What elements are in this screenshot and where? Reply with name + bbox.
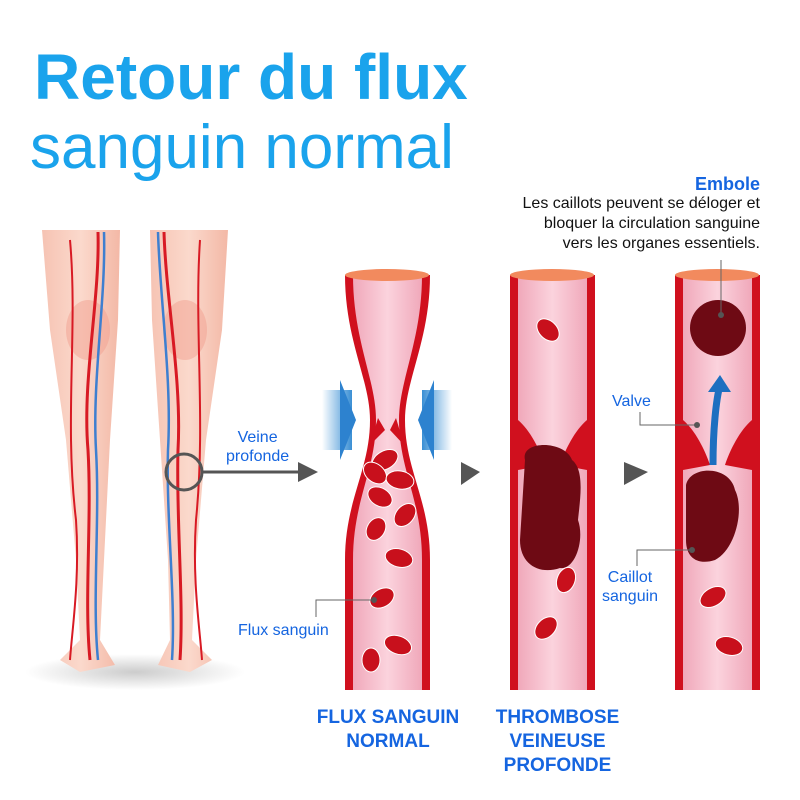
caption-thrombosis: THROMBOSE VEINEUSE PROFONDE <box>470 706 645 778</box>
vein-thrombosis <box>510 269 595 690</box>
arrow-right-icon <box>461 462 480 485</box>
arrow-right-icon <box>298 462 318 482</box>
legs-illustration <box>25 230 245 690</box>
label-valve: Valve <box>612 393 651 410</box>
label-line: Veine <box>237 429 278 446</box>
title-line-2: sanguin normal <box>30 113 454 182</box>
caption-line: THROMBOSE <box>495 707 620 728</box>
label-line: profonde <box>226 448 290 465</box>
arrow-up-icon <box>708 375 731 392</box>
compression-arrows-icon <box>322 380 452 460</box>
label-flux-sanguin: Flux sanguin <box>238 622 329 639</box>
label-caillot-sanguin: Caillot sanguin <box>602 568 658 606</box>
label-line: sanguin <box>602 588 659 605</box>
caption-line: PROFONDE <box>503 755 612 776</box>
label-line: Caillot <box>607 569 653 586</box>
embolus-clot <box>690 300 746 356</box>
embole-line: bloquer la circulation sanguine <box>543 215 760 232</box>
caption-normal-flow: FLUX SANGUIN NORMAL <box>300 706 476 754</box>
caption-line: FLUX SANGUIN <box>316 707 460 728</box>
blood-clot <box>686 470 739 562</box>
title-line-1: Retour du flux <box>34 41 468 113</box>
embole-heading: Embole <box>694 174 760 194</box>
embole-line: vers les organes essentiels. <box>562 235 760 252</box>
vein-embolism <box>675 269 760 690</box>
label-veine-profonde: Veine profonde <box>226 428 289 466</box>
embole-line: Les caillots peuvent se déloger et <box>522 195 760 212</box>
caption-line: NORMAL <box>346 731 430 752</box>
embole-description: Embole Les caillots peuvent se déloger e… <box>523 174 760 254</box>
blood-clot <box>520 445 581 571</box>
arrow-right-icon <box>624 462 648 485</box>
caption-line: VEINEUSE <box>509 731 606 752</box>
red-blood-cells <box>361 318 744 673</box>
